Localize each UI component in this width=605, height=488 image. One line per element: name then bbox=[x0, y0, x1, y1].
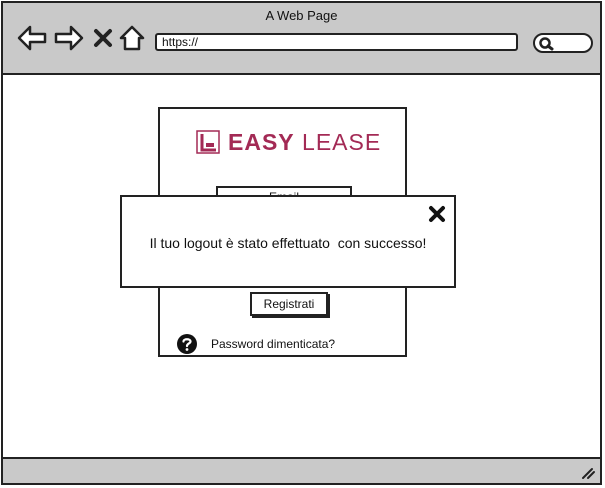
close-icon[interactable] bbox=[428, 205, 446, 223]
search-icon bbox=[539, 37, 554, 51]
logo-mark-icon bbox=[196, 130, 220, 154]
browser-chrome: A Web Page https:// bbox=[3, 3, 600, 75]
logo-text: EASY LEASE bbox=[228, 129, 381, 155]
modal-message: Il tuo logout è stato effettuato con suc… bbox=[149, 235, 427, 251]
forgot-password-link[interactable]: Password dimenticata? bbox=[211, 337, 336, 351]
stop-close-icon[interactable] bbox=[93, 28, 113, 48]
address-bar[interactable]: https:// bbox=[155, 33, 518, 51]
logo-text-light: LEASE bbox=[302, 129, 382, 155]
forward-arrow-icon[interactable] bbox=[53, 25, 85, 51]
resize-grip-icon[interactable] bbox=[580, 466, 596, 480]
forgot-password-row[interactable]: Password dimenticata? bbox=[176, 333, 335, 355]
browser-search-box[interactable] bbox=[533, 33, 593, 53]
easy-lease-logo: EASY LEASE bbox=[196, 129, 381, 155]
logout-success-modal: Il tuo logout è stato effettuato con suc… bbox=[120, 195, 456, 288]
question-circle-icon bbox=[177, 334, 197, 354]
logo-text-bold: EASY bbox=[228, 129, 295, 155]
status-bar bbox=[3, 457, 600, 483]
home-icon[interactable] bbox=[119, 25, 145, 51]
back-arrow-icon[interactable] bbox=[16, 25, 48, 51]
window-title: A Web Page bbox=[265, 8, 338, 23]
register-button[interactable]: Registrati bbox=[250, 292, 328, 316]
